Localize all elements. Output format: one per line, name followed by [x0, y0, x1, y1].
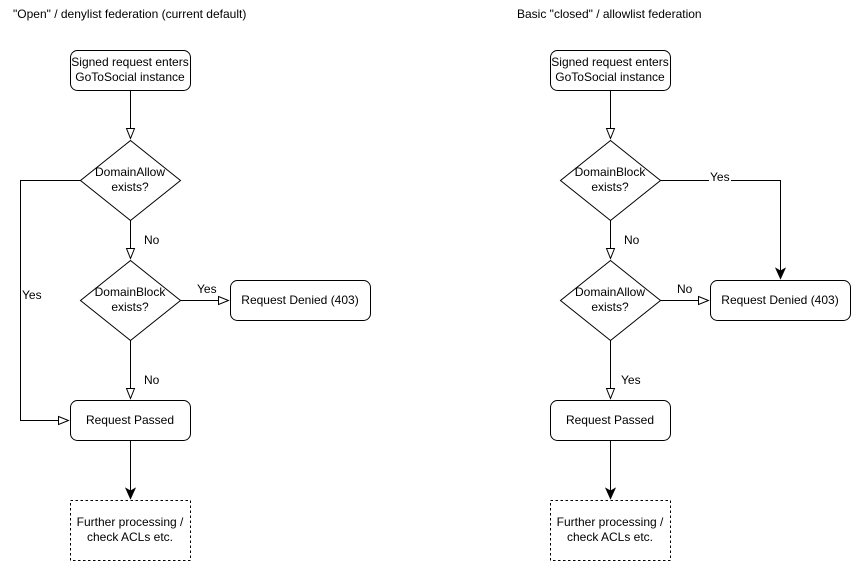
right-request-passed-label: Request Passed — [565, 412, 655, 427]
left-further-processing-label: Further processing / check ACLs etc. — [76, 515, 184, 544]
right-request-passed-box — [550, 400, 671, 441]
left-flowchart — [20, 50, 371, 561]
left-domainallow-label: DomainAllow exists? — [94, 165, 166, 194]
left-edge-label-block-yes: Yes — [196, 282, 218, 296]
left-domainblock-diamond — [79, 259, 182, 342]
right-edge-domainblock-yes — [660, 180, 781, 279]
left-edge-label-block-no: No — [143, 373, 161, 387]
right-start-label: Signed request enters GoToSocial instanc… — [551, 55, 669, 84]
right-chart-title: Basic "closed" / allowlist federation — [517, 7, 702, 21]
right-domainallow-label: DomainAllow exists? — [574, 285, 646, 314]
left-start-box — [70, 50, 191, 91]
left-domainblock-label: DomainBlock exists? — [94, 285, 166, 314]
left-request-denied-box — [230, 280, 371, 321]
right-edge-label-block-no: No — [623, 233, 641, 247]
left-request-passed-box — [70, 400, 191, 441]
right-request-denied-label: Request Denied (403) — [721, 292, 839, 307]
right-edge-label-block-yes: Yes — [709, 170, 731, 184]
left-edge-domainallow-yes — [20, 180, 81, 421]
left-edge-label-allow-no: No — [143, 233, 161, 247]
left-request-passed-label: Request Passed — [85, 412, 175, 427]
right-start-box — [550, 50, 671, 91]
left-domainallow-diamond — [79, 139, 182, 222]
right-flowchart — [550, 50, 851, 561]
right-further-processing-box — [550, 500, 671, 561]
left-chart-title: "Open" / denylist federation (current de… — [13, 7, 247, 21]
left-request-denied-label: Request Denied (403) — [241, 292, 359, 307]
right-further-processing-label: Further processing / check ACLs etc. — [556, 515, 664, 544]
right-edge-label-allow-no: No — [676, 282, 694, 296]
right-domainallow-diamond — [559, 259, 662, 342]
right-domainblock-label: DomainBlock exists? — [574, 165, 646, 194]
right-edge-label-allow-yes: Yes — [620, 373, 642, 387]
left-edge-label-allow-yes: Yes — [21, 288, 43, 302]
right-domainblock-diamond — [559, 139, 662, 222]
left-start-label: Signed request enters GoToSocial instanc… — [71, 55, 189, 84]
